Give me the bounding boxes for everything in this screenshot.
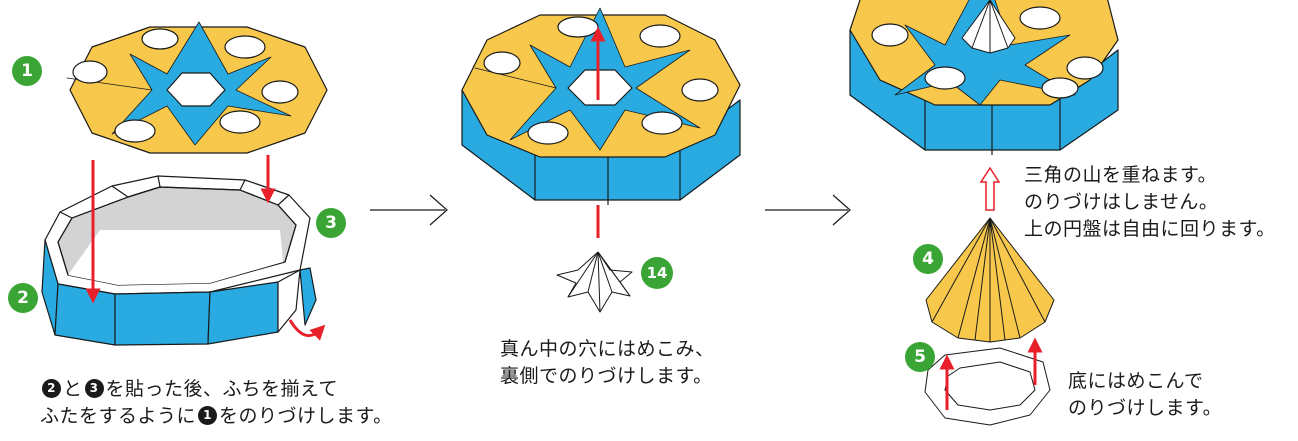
step2-caption-line1: 真ん中の穴にはめこみ、	[500, 338, 715, 360]
step2-caption-line2: 裏側でのりづけします。	[500, 365, 713, 387]
step2-star-piece	[556, 251, 633, 313]
step3-top-cone	[961, 0, 1016, 54]
step3-caption-line2: のりづけはしません。	[1024, 191, 1219, 213]
inline-badge-2: 2	[42, 378, 61, 398]
step1-arrow-curve	[288, 319, 326, 341]
step1-badge-1: 1	[12, 56, 42, 86]
inline-badge-3: 3	[84, 378, 104, 398]
step3-base-ring	[924, 347, 1051, 426]
step3-disc	[849, 0, 1119, 155]
step3-base-caption-line2: のりづけします。	[1068, 397, 1223, 419]
step3-cone	[925, 217, 1055, 343]
step3-badge-5: 5	[905, 342, 935, 372]
step1-badge-3: 3	[316, 208, 346, 238]
step3-caption: 三角の山を重ねます。 のりづけはしません。 上の円盤は自由に回ります。	[1024, 162, 1276, 243]
step3-base-caption: 底にはめこんで のりづけします。	[1068, 368, 1222, 422]
step3-caption-line3: 上の円盤は自由に回ります。	[1024, 218, 1276, 240]
arrow-right-icon	[765, 194, 851, 226]
inline-badge-1: 1	[198, 405, 218, 425]
step2-badge-14: 14	[641, 257, 673, 289]
arrow-right-icon	[370, 194, 448, 226]
step2-assembled-disc	[461, 7, 741, 205]
step1-ring	[41, 175, 317, 346]
step3-badge-4: 4	[913, 244, 943, 274]
hollow-up-arrow-icon	[979, 166, 1001, 211]
step3-base-caption-line1: 底にはめこんで	[1068, 370, 1204, 392]
step1-badge-2: 2	[8, 283, 38, 313]
step1-top-disc	[66, 21, 328, 154]
step2-caption: 真ん中の穴にはめこみ、 裏側でのりづけします。	[500, 336, 715, 390]
step3-caption-line1: 三角の山を重ねます。	[1024, 164, 1218, 186]
